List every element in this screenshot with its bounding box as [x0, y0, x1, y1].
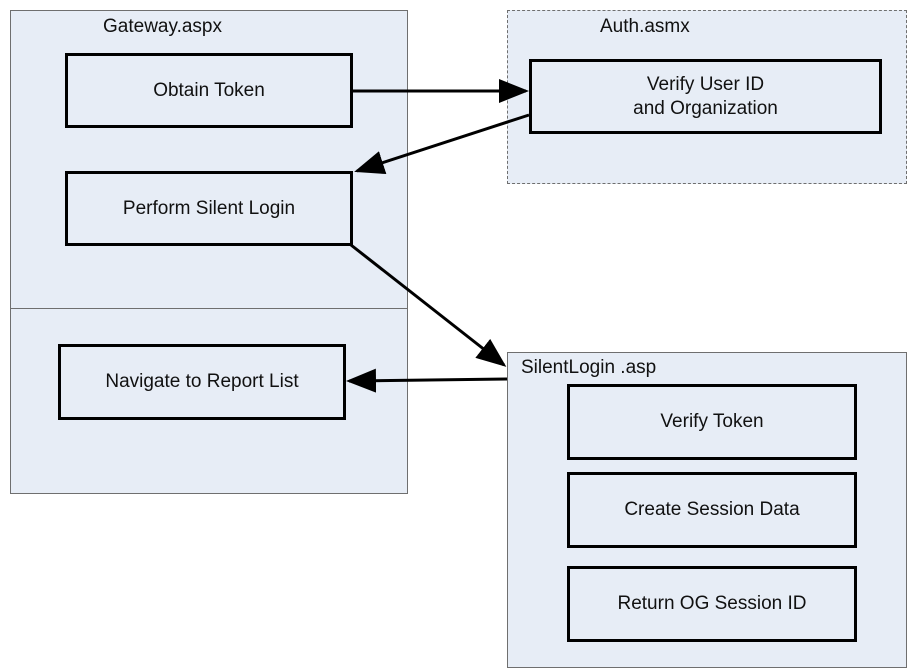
verify-token-box: Verify Token: [567, 384, 857, 460]
arrow-silent-login-to-silentlogin-asp: [350, 243, 507, 367]
auth-title: Auth.asmx: [600, 16, 690, 37]
create-session-box: Create Session Data: [567, 472, 857, 548]
return-session-id-box: Return OG Session ID: [567, 566, 857, 642]
navigate-report-list-box: Navigate to Report List: [58, 344, 346, 420]
arrow-silentlogin-asp-to-navigate: [346, 368, 508, 393]
verify-user-box: Verify User ID and Organization: [529, 59, 882, 134]
arrow-verify-user-to-silent-login: [354, 113, 530, 175]
perform-silent-login-box: Perform Silent Login: [65, 171, 353, 246]
silentlogin-title: SilentLogin .asp: [521, 357, 657, 378]
obtain-token-box: Obtain Token: [65, 53, 353, 128]
gateway-section-divider: [10, 308, 408, 309]
gateway-title: Gateway.aspx: [103, 16, 222, 37]
